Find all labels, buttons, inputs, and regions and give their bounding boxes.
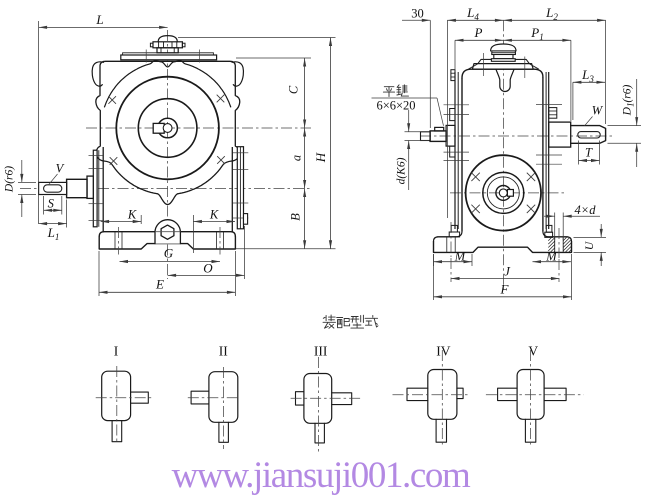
svg-text:V: V <box>528 344 538 359</box>
svg-text:M: M <box>454 249 466 263</box>
svg-text:S: S <box>48 196 55 210</box>
svg-text:www.jiansuji001.com: www.jiansuji001.com <box>172 455 471 495</box>
svg-text:d(K6): d(K6) <box>396 157 408 184</box>
svg-text:G: G <box>164 245 174 260</box>
svg-text:6×6×20: 6×6×20 <box>376 99 415 113</box>
svg-text:O: O <box>203 261 213 276</box>
svg-text:L: L <box>95 12 103 27</box>
svg-text:K: K <box>209 207 219 221</box>
svg-text:a: a <box>290 155 304 161</box>
svg-text:W: W <box>592 104 604 118</box>
svg-text:B: B <box>289 213 303 221</box>
svg-text:I: I <box>114 344 119 359</box>
svg-text:II: II <box>219 344 228 359</box>
svg-text:T: T <box>585 146 593 160</box>
svg-text:H: H <box>313 152 328 163</box>
svg-text:U: U <box>584 241 596 250</box>
svg-text:E: E <box>155 277 164 292</box>
svg-text:IV: IV <box>436 344 450 359</box>
svg-text:C: C <box>287 85 301 94</box>
svg-text:M: M <box>545 249 557 263</box>
svg-text:J: J <box>504 264 511 279</box>
svg-text:4×d: 4×d <box>575 203 597 217</box>
svg-text:P: P <box>474 25 483 40</box>
svg-text:F: F <box>500 282 510 297</box>
svg-text:V: V <box>56 162 65 176</box>
svg-text:30: 30 <box>411 7 424 21</box>
svg-text:K: K <box>127 207 137 221</box>
svg-text:D(r6): D(r6) <box>4 166 16 193</box>
svg-text:D1(r6): D1(r6) <box>622 84 636 116</box>
svg-text:III: III <box>314 344 328 359</box>
